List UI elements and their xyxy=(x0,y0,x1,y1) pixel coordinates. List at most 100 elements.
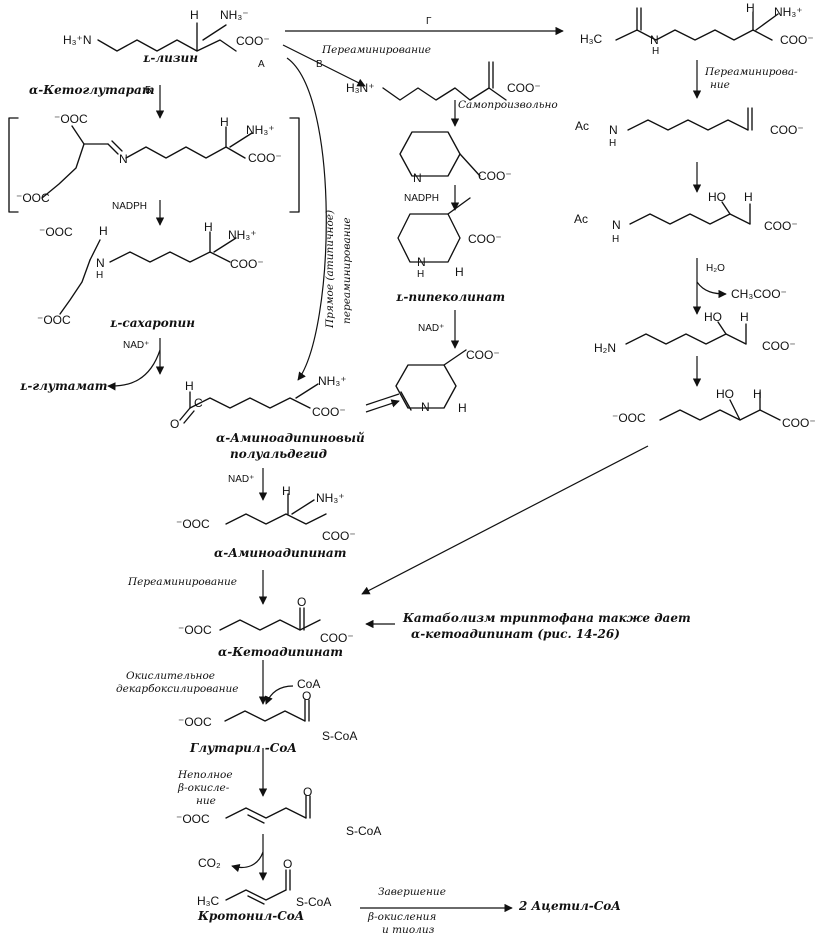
glutaryl-ooc-label: ⁻OOC xyxy=(178,715,212,729)
acetyl-n-label: N xyxy=(650,33,659,47)
imine-nh3-label: NH₃⁺ xyxy=(246,123,275,137)
hydroxy-acid-ho-label: HO xyxy=(716,387,734,401)
saccharopine-name: ʟ-сахаропин xyxy=(110,316,195,330)
imine-double-bond-2 xyxy=(112,141,122,151)
hydroxy-acid-coo-label: COO⁻ xyxy=(782,416,816,430)
imine-nh3-bond xyxy=(230,133,252,147)
transamination-middle-label: Переаминирование xyxy=(128,576,238,588)
glutaconyl-o-label: O xyxy=(303,785,313,799)
amino-hydroxy-h-label: H xyxy=(740,310,749,324)
crotonyl-scoa-label: S-CoA xyxy=(296,895,332,909)
lysine-h-label: H xyxy=(190,8,199,22)
aminoadipate-nh3-bond xyxy=(292,500,314,514)
saccharopine-ooc-link xyxy=(90,240,100,260)
route-a-label: A xyxy=(258,59,265,70)
aminoadipate-nh3-label: NH₃⁺ xyxy=(316,491,345,505)
ac-keto-coo-label: COO⁻ xyxy=(770,123,804,137)
nad-1-label: NAD⁺ xyxy=(123,340,150,351)
lysine-nh3-label: NH₃⁻ xyxy=(220,8,249,22)
spontaneous-label: Самопроизвольно xyxy=(458,99,558,111)
arrow-a xyxy=(287,58,326,381)
semialdehyde-coo-label: COO⁻ xyxy=(312,405,346,419)
saccharopine-h-top-label: H xyxy=(99,224,108,238)
crotonyl-o-label: O xyxy=(283,857,293,871)
glutamate-name: ʟ-глутамат xyxy=(20,379,108,393)
glutaryl-o-label: O xyxy=(302,689,312,703)
hydroxy-acid-h-label: H xyxy=(753,387,762,401)
glutaconyl-ooc-label: ⁻OOC xyxy=(176,812,210,826)
hydroxy-acid-ooc-label: ⁻OOC xyxy=(612,411,646,425)
incomplete-beta-2: β-окисле- xyxy=(178,782,230,794)
ac-keto-n-label: N xyxy=(609,123,618,137)
acetyl-nh-h-label: H xyxy=(652,46,660,57)
keto-coo-label: COO⁻ xyxy=(507,81,541,95)
amino-hydroxy-skeleton xyxy=(626,334,746,344)
nad-2-label: NAD⁺ xyxy=(418,323,445,334)
semialdehyde-c-label: C xyxy=(194,396,203,410)
arrow-v xyxy=(283,45,366,86)
glutaconyl-double-bond xyxy=(248,815,264,823)
oxidative-decarboxylation-1: Окислительное xyxy=(126,670,215,682)
route-g-label: Г xyxy=(426,16,432,27)
transamination-top-label: Переаминирование xyxy=(322,44,432,56)
oxidative-decarboxylation-2: декарбоксилирование xyxy=(116,683,239,695)
imine-n-label: N xyxy=(119,152,128,166)
semialdehyde-o-bond-2 xyxy=(184,411,194,423)
ac-hydroxy-n-label: N xyxy=(612,218,621,232)
saccharopine-nh-label: H xyxy=(96,270,104,281)
ketoadipate-ooc-label: ⁻OOC xyxy=(178,623,212,637)
imine-h-label: H xyxy=(220,115,229,129)
dehydropip-coo-bond xyxy=(444,350,466,365)
completion-2: β-окисления xyxy=(368,911,437,923)
nad-3-label: NAD⁺ xyxy=(228,474,255,485)
transamination-right-2: ние xyxy=(710,79,730,91)
imine-ooc-top-label: ⁻OOC xyxy=(54,112,88,126)
saccharopine-skeleton xyxy=(110,252,230,262)
aminoadipate-skeleton xyxy=(226,514,326,524)
crotonyl-name: Кротонил-CoA xyxy=(198,909,305,923)
acetyl-h-label: H xyxy=(746,1,755,15)
completion-1: Завершение xyxy=(378,886,446,898)
co2-label: CO₂ xyxy=(198,856,221,870)
alpha-ketoglutarate-label: α-Кетоглутарат xyxy=(29,83,155,97)
ac-keto-h-label: H xyxy=(609,138,617,149)
ac-keto-skeleton xyxy=(628,120,748,130)
lysine-coo-label: COO⁻ xyxy=(236,34,270,48)
glutaryl-name: Глутарил -CoA xyxy=(190,741,297,755)
pyrroline-coo-bond xyxy=(460,154,480,176)
glutaryl-scoa-label: S-CoA xyxy=(322,729,358,743)
direct-transamination-1: Прямое (атипичное) xyxy=(324,209,336,328)
pipecolate-n-label: N xyxy=(417,255,426,269)
acetyl-nh3-bond xyxy=(756,14,778,30)
aminoadipate-ooc-label: ⁻OOC xyxy=(176,517,210,531)
crotonyl-double-bond xyxy=(248,896,264,904)
ac-hydroxy-coo-label: COO⁻ xyxy=(764,219,798,233)
arrow-co2-exit xyxy=(231,852,263,873)
semialdehyde-skeleton xyxy=(190,398,310,408)
pipecolate-nh-label: H xyxy=(417,269,425,280)
saccharopine-coo-label: COO⁻ xyxy=(230,257,264,271)
semialdehyde-name-1: α-Аминоадипиновый xyxy=(216,431,365,445)
acetyl-skeleton xyxy=(616,30,772,40)
ac-hydroxy-ho-label: HO xyxy=(708,190,726,204)
amino-hydroxy-ho-label: HO xyxy=(704,310,722,324)
imine-ooc-bottom-label: ⁻OOC xyxy=(16,191,50,205)
pyrroline-n-label: N xyxy=(413,171,422,185)
imine-skeleton-top xyxy=(72,126,108,144)
incomplete-beta-3: ние xyxy=(196,795,216,807)
ketoadipate-name: α-Кетоадипинат xyxy=(218,645,343,659)
saccharopine-ooc-top-label: ⁻OOC xyxy=(39,225,73,239)
ac-hydroxy-h-label: H xyxy=(744,190,753,204)
hydroxy-acid-skeleton xyxy=(660,410,780,420)
ac-hydroxy-ac-label: Ac xyxy=(574,212,589,226)
pipecolate-ring xyxy=(398,214,460,262)
acetyl-nh3-label: NH₃⁺ xyxy=(774,5,803,19)
direct-transamination-2: переаминирование xyxy=(341,217,353,324)
dehydropip-n-label: N xyxy=(421,400,430,414)
arrow-right-pathway-to-ketoadipate xyxy=(361,446,648,594)
pipecolate-coo-label: COO⁻ xyxy=(468,232,502,246)
arrow-coa-entry xyxy=(264,686,293,705)
arrow-dehydropip-to-semialdehyde xyxy=(366,394,399,412)
amino-hydroxy-ho-bond xyxy=(718,322,726,334)
pyrroline-ring xyxy=(400,132,460,176)
